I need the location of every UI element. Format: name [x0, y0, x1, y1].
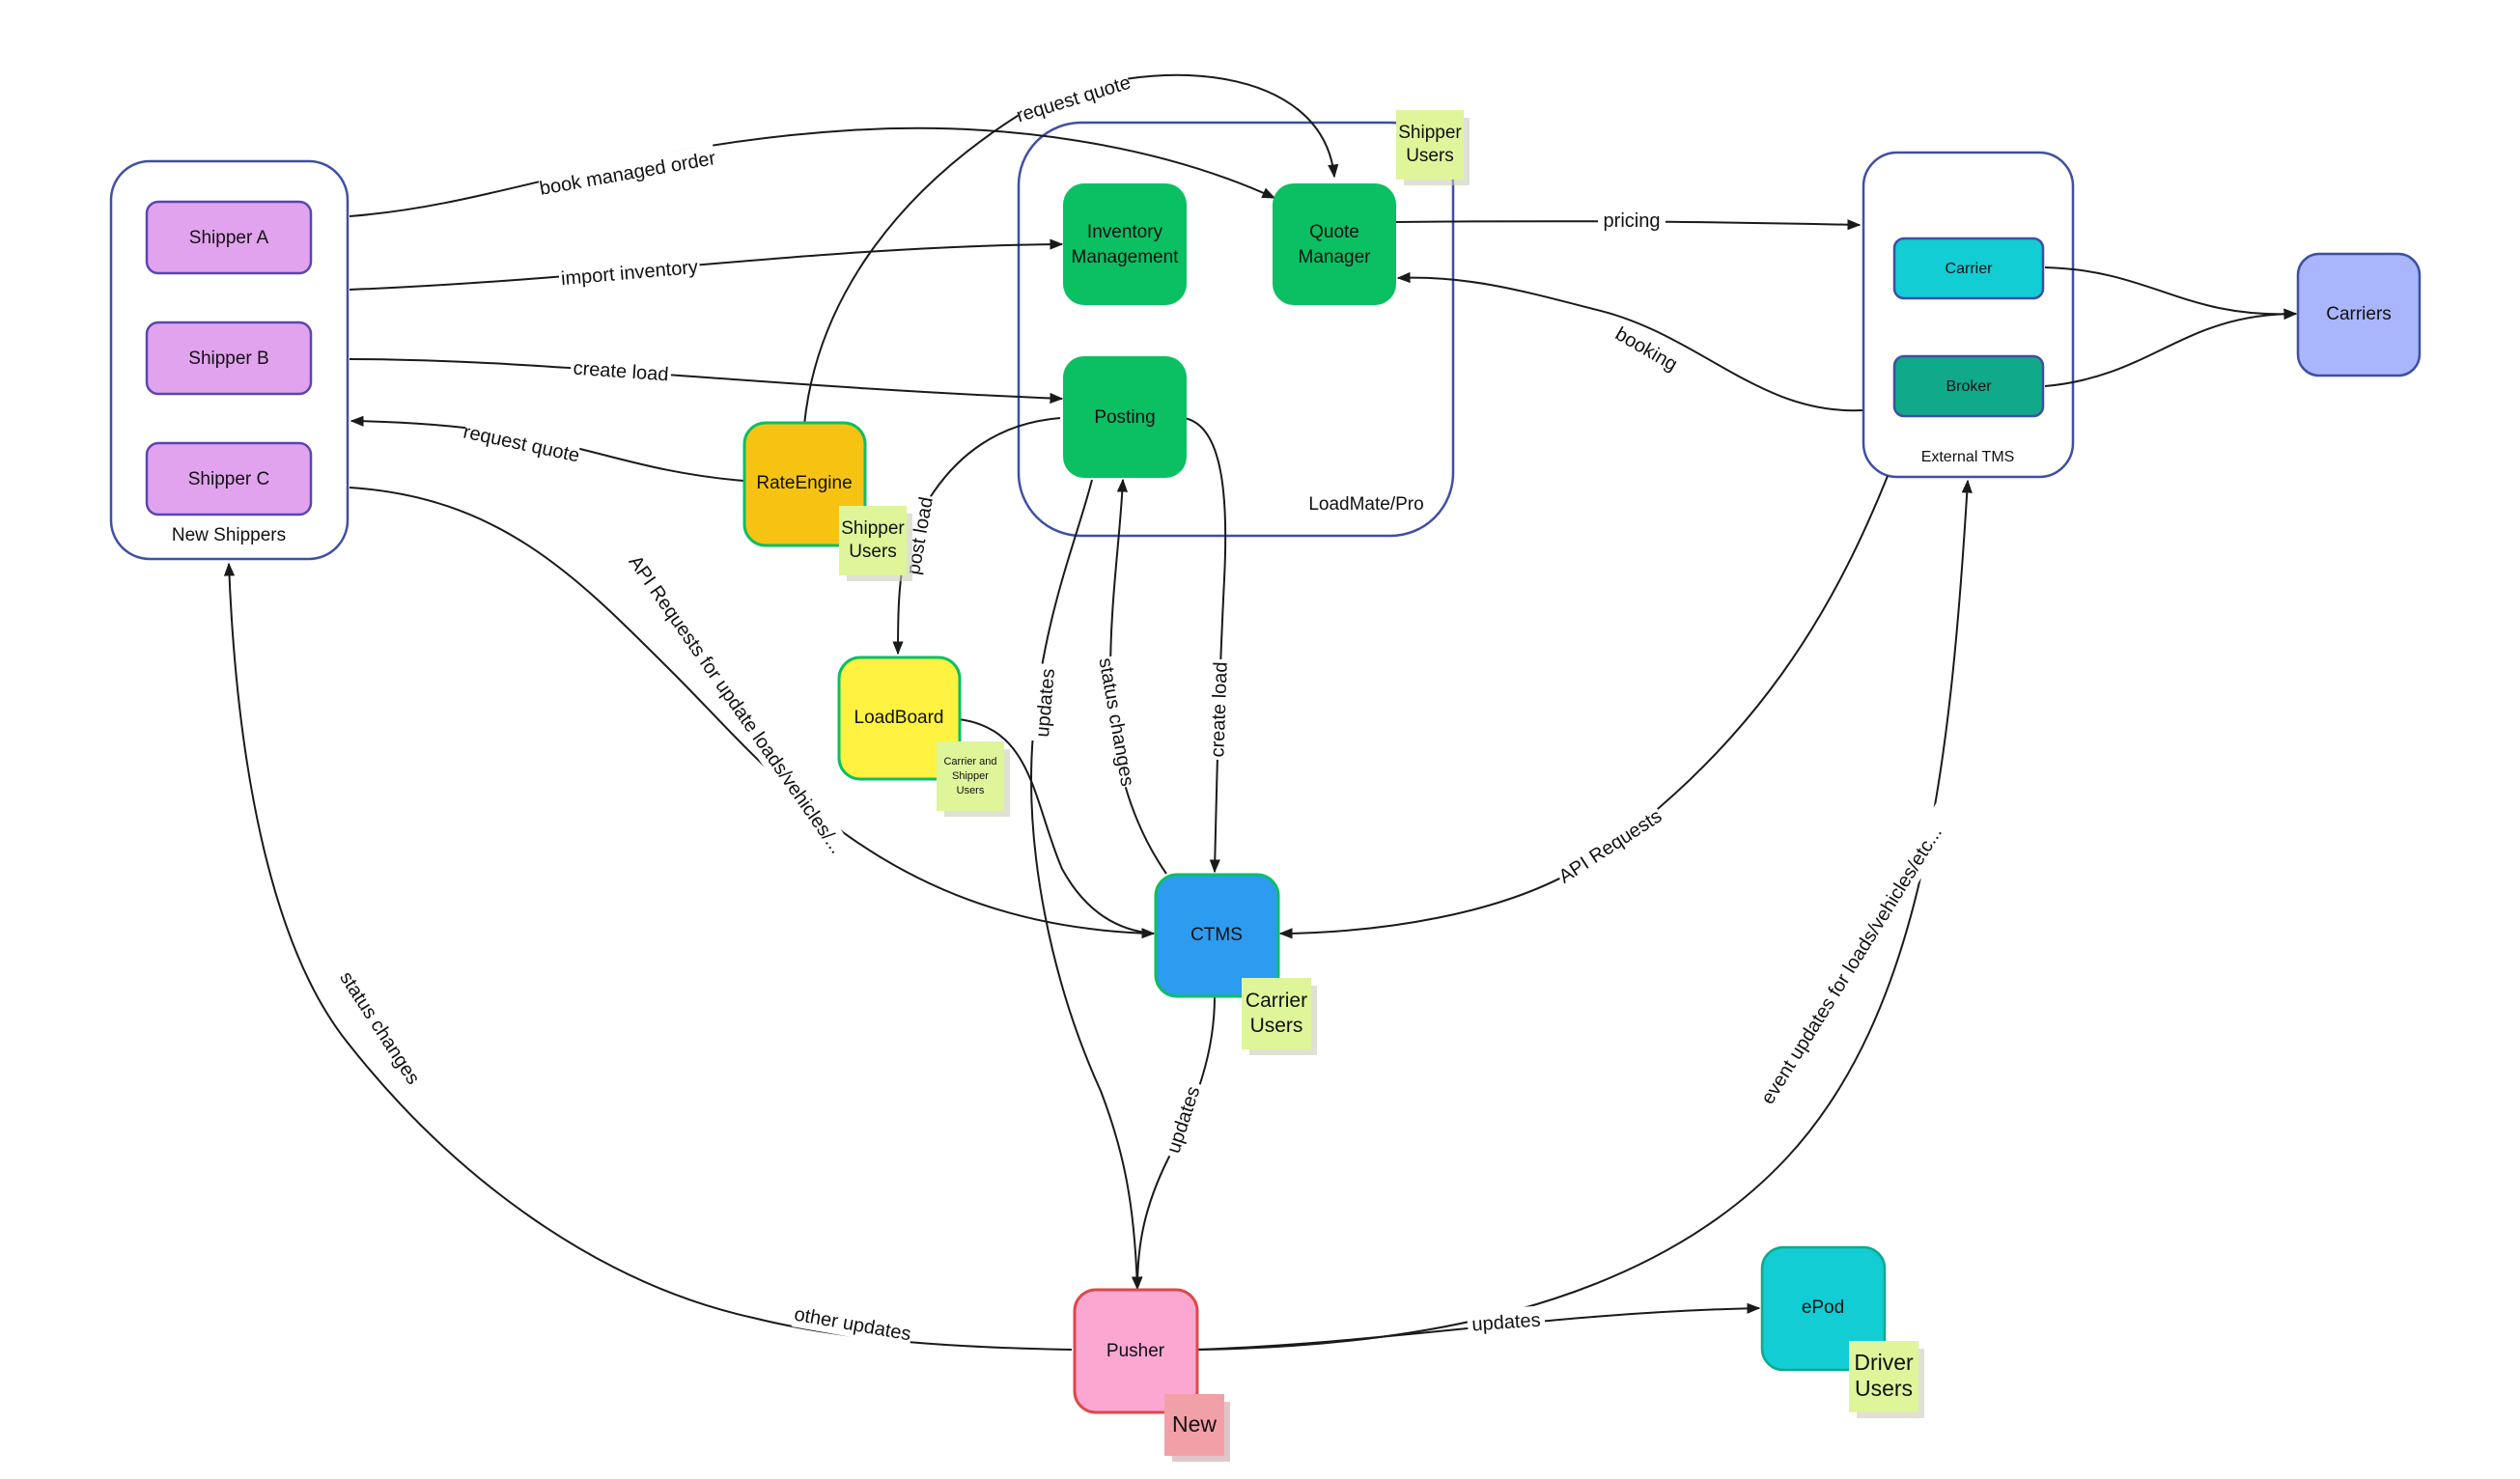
sticky-shipper-users-top-2: Users: [1406, 146, 1454, 166]
edge-create-load-mid: [1183, 417, 1227, 874]
label-updates-epod: updates: [1471, 1310, 1542, 1336]
edge-updates-left: [1030, 479, 1143, 1291]
sticky-carrier-users: Carrier Users: [1242, 978, 1317, 1055]
sticky-driver-users-2: Users: [1855, 1376, 1913, 1401]
edge-import-inventory: [349, 238, 1064, 291]
node-shipper-a[interactable]: Shipper A: [145, 200, 313, 275]
label-request-quote-left: request quote: [462, 422, 581, 467]
node-label-shipper-a: Shipper A: [189, 228, 269, 248]
sticky-driver-users: Driver Users: [1849, 1341, 1924, 1418]
node-rate-engine[interactable]: RateEngine: [742, 421, 867, 547]
node-label-ctms: CTMS: [1190, 925, 1243, 945]
node-label-carrier: Carrier: [1946, 261, 1994, 277]
node-ctms[interactable]: CTMS: [1154, 873, 1280, 998]
edge-create-load-left: [349, 358, 1064, 405]
sticky-loadboard-users-2: Shipper: [952, 770, 989, 782]
node-quote-manager[interactable]: Quote Manager: [1273, 183, 1396, 305]
node-loadboard[interactable]: LoadBoard: [837, 656, 962, 781]
node-label-carriers: Carriers: [2326, 304, 2392, 324]
label-pricing: pricing: [1604, 210, 1661, 232]
node-carrier[interactable]: Carrier: [1892, 237, 2045, 300]
node-inventory-management[interactable]: Inventory Management: [1063, 183, 1187, 305]
sticky-new: New: [1164, 1394, 1230, 1462]
node-label-rate-engine: RateEngine: [756, 473, 852, 493]
node-label-loadboard: LoadBoard: [854, 708, 944, 728]
label-status-changes-left: status changes: [335, 968, 424, 1089]
node-carriers[interactable]: Carriers: [2296, 252, 2422, 377]
label-updates-ctms: updates: [1163, 1084, 1205, 1156]
sticky-loadboard-users-3: Users: [957, 785, 985, 796]
sticky-shipper-users-top-1: Shipper: [1398, 123, 1462, 143]
node-broker[interactable]: Broker: [1892, 354, 2045, 418]
node-label-quote-1: Quote: [1309, 222, 1359, 242]
group-external-tms: External TMS: [1862, 151, 2075, 479]
edge-event-updates: [1196, 479, 1973, 1351]
node-posting[interactable]: Posting: [1063, 356, 1187, 478]
node-label-shipper-c: Shipper C: [188, 469, 270, 489]
label-api-requests: API Requests: [1555, 805, 1666, 887]
node-label-posting: Posting: [1094, 407, 1155, 428]
edge-broker-carriers: [2044, 308, 2298, 387]
edge-booking: [1396, 271, 1863, 412]
sticky-shipper-users-rate: Shipper Users: [839, 506, 912, 581]
sticky-driver-users-1: Driver: [1854, 1350, 1914, 1375]
sticky-shipper-users-rate-2: Users: [849, 542, 897, 562]
node-label-inventory-2: Management: [1072, 247, 1180, 267]
node-label-shipper-b: Shipper B: [188, 349, 268, 369]
group-label-external-tms: External TMS: [1921, 449, 2015, 465]
edge-carrier-carriers: [2044, 266, 2298, 321]
sticky-carrier-users-2: Users: [1250, 1015, 1303, 1037]
edge-updates-ctms: [1132, 995, 1216, 1291]
sticky-carrier-users-1: Carrier: [1246, 990, 1307, 1012]
group-label-new-shippers: New Shippers: [172, 525, 286, 545]
group-label-loadmate: LoadMate/Pro: [1308, 494, 1423, 515]
sticky-shipper-users-rate-1: Shipper: [841, 518, 905, 539]
node-shipper-c[interactable]: Shipper C: [145, 441, 313, 516]
node-label-broker: Broker: [1946, 378, 1992, 395]
sticky-loadboard-users: Carrier and Shipper Users: [937, 741, 1010, 817]
node-label-quote-2: Manager: [1299, 247, 1372, 267]
node-label-pusher: Pusher: [1106, 1341, 1165, 1361]
node-label-inventory-1: Inventory: [1087, 222, 1163, 242]
label-status-changes-mid: status changes: [1094, 656, 1137, 788]
node-shipper-b[interactable]: Shipper B: [145, 321, 313, 396]
label-api-requests-update: API Requests for update loads/vehicles/.…: [624, 552, 847, 858]
node-label-epod: ePod: [1802, 1298, 1844, 1318]
node-pusher[interactable]: Pusher: [1073, 1288, 1199, 1414]
sticky-shipper-users-top: Shipper Users: [1396, 110, 1470, 185]
edge-loadboard-ctms: [958, 718, 1155, 935]
label-create-load-mid: create load: [1207, 661, 1231, 758]
sticky-new-label: New: [1172, 1411, 1217, 1437]
edge-api-requests-update: [349, 487, 1156, 939]
edge-book-managed-order: [349, 126, 1276, 217]
sticky-loadboard-users-1: Carrier and: [943, 756, 996, 767]
node-epod[interactable]: ePod: [1760, 1245, 1887, 1372]
